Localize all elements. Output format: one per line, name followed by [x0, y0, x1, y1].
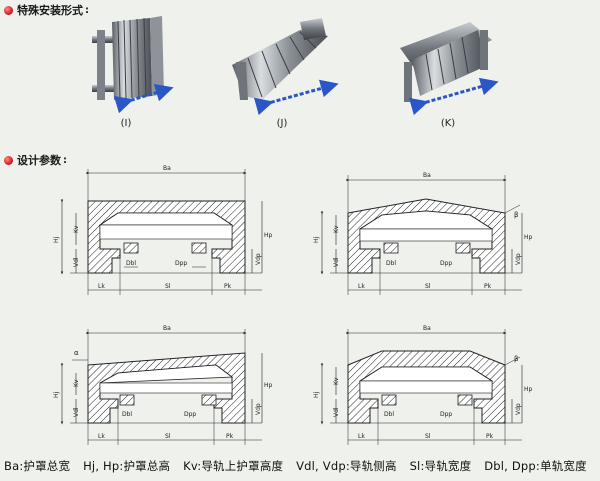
- dim-Dpp: Dpp: [440, 260, 452, 267]
- dim-Sl: Sl: [425, 283, 431, 290]
- dim-Ba: Ba: [423, 325, 431, 332]
- red-bullet-icon: [4, 5, 13, 15]
- dim-Kv: Kv: [73, 379, 80, 387]
- section-title-design-params: 设计参数 :: [4, 152, 67, 168]
- dim-Hp: Hp: [524, 234, 533, 241]
- dim-Hp: Hp: [264, 382, 273, 389]
- legend-item-Hj-Hp: Hj, Hp:护罩总高: [83, 459, 171, 473]
- dim-Dbl: Dbl: [386, 260, 396, 267]
- dim-Lk: Lk: [98, 433, 105, 440]
- dim-Sl: Sl: [165, 433, 171, 440]
- illustration-I: [92, 16, 174, 114]
- dim-Vdp: Vdp: [515, 403, 522, 415]
- section-title-text: 设计参数: [17, 154, 61, 167]
- dim-alpha: α: [74, 349, 79, 357]
- dim-Lk: Lk: [358, 283, 365, 290]
- section-title-special-install: 特殊安装形式 :: [4, 2, 89, 18]
- dim-Lk: Lk: [358, 433, 365, 440]
- dim-Lk: Lk: [98, 283, 105, 290]
- dim-beta: β: [514, 355, 518, 363]
- red-bullet-icon: [4, 155, 13, 165]
- dim-Vdl: Vdl: [73, 407, 80, 417]
- legend-item-Kv: Kv:导轨上护罩高度: [183, 459, 284, 473]
- legend-item-Vdl-Vdp: Vdl, Vdp:导轨侧高: [296, 459, 397, 473]
- dim-Kv: Kv: [333, 377, 340, 385]
- dim-Sl: Sl: [165, 283, 171, 290]
- dim-Dpp: Dpp: [184, 411, 196, 418]
- drawing-flat-top: Ba Lk Sl Pk Dbl Dpp Hj Kv Vdl Hp Vd: [53, 165, 273, 295]
- legend-item-Sl: Sl:导轨宽度: [409, 459, 472, 473]
- dim-Hj: Hj: [313, 391, 320, 398]
- dim-Dpp: Dpp: [175, 260, 187, 267]
- dim-Kv: Kv: [73, 225, 80, 233]
- dim-beta: β: [514, 211, 518, 219]
- dim-Vdp: Vdp: [255, 403, 262, 415]
- dim-Dpp: Dpp: [440, 411, 452, 418]
- dim-Dbl: Dbl: [384, 411, 394, 418]
- drawing-sloped-top: Ba Lk Sl Pk Dbl Dpp Hj Kv Vdl Hp Vdp α: [53, 325, 273, 445]
- drawing-rounded-top: Ba Lk Sl Pk Dbl Dpp Hj Kv Vdl Hp Vdp β: [313, 325, 533, 445]
- dim-Hj: Hj: [53, 391, 60, 398]
- dim-Vdl: Vdl: [333, 257, 340, 267]
- dim-Sl: Sl: [425, 433, 431, 440]
- dim-Vdp: Vdp: [255, 253, 262, 265]
- caption-J: (J): [276, 118, 288, 129]
- dim-Vdl: Vdl: [73, 257, 80, 267]
- illustration-K: [400, 22, 499, 116]
- legend-item-Dbl-Dpp: Dbl, Dpp:单轨宽度: [484, 459, 587, 473]
- dim-Pk: Pk: [486, 433, 494, 440]
- drawing-peaked-top: Ba Lk Sl Pk Dbl Dpp Hj Kv Vdl Hp Vdp β: [313, 172, 533, 295]
- dim-Kv: Kv: [333, 225, 340, 233]
- dim-Hj: Hj: [313, 236, 320, 243]
- colon: :: [85, 4, 89, 16]
- dim-Ba: Ba: [423, 172, 431, 179]
- dim-Pk: Pk: [224, 283, 232, 290]
- dim-Pk: Pk: [484, 283, 492, 290]
- dim-Ba: Ba: [163, 325, 171, 332]
- colon: :: [63, 154, 67, 166]
- dimension-legend: Ba:护罩总宽 Hj, Hp:护罩总高 Kv:导轨上护罩高度 Vdl, Vdp:…: [4, 458, 596, 474]
- caption-K: (K): [440, 118, 456, 129]
- dim-Dbl: Dbl: [126, 260, 136, 267]
- dim-Hj: Hj: [53, 236, 60, 243]
- install-illustrations: [92, 16, 499, 116]
- illustration-J: [232, 18, 339, 116]
- dim-Ba: Ba: [163, 165, 171, 172]
- legend-item-Ba: Ba:护罩总宽: [4, 459, 71, 473]
- dim-Vdl: Vdl: [333, 407, 340, 417]
- dim-Dbl: Dbl: [122, 411, 132, 418]
- dim-Hp: Hp: [524, 386, 533, 393]
- dim-Pk: Pk: [226, 433, 234, 440]
- caption-I: (I): [120, 118, 132, 129]
- dim-Vdp: Vdp: [515, 253, 522, 265]
- section-title-text: 特殊安装形式: [17, 4, 83, 17]
- dim-Hp: Hp: [264, 232, 273, 239]
- design-drawings: Ba Lk Sl Pk Dbl Dpp Hj Kv Vdl Hp Vd: [53, 165, 533, 445]
